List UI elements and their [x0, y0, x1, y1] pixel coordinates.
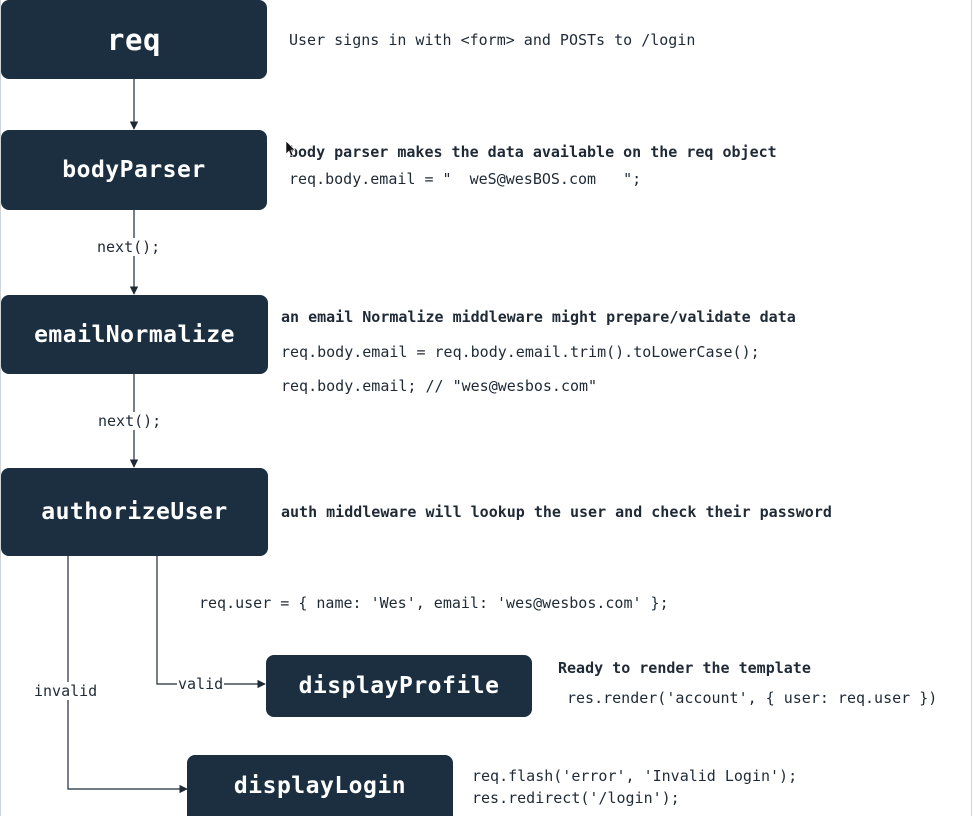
emailnormalize-code-2: req.body.email; // "wes@wesbos.com"	[281, 377, 598, 395]
edge-label-next-1: next();	[96, 238, 162, 256]
bodyparser-code: req.body.email = " weS@wesBOS.com ";	[289, 170, 642, 188]
authorizeuser-code: req.user = { name: 'Wes', email: 'wes@we…	[199, 594, 669, 612]
node-displayprofile: displayProfile	[266, 655, 532, 717]
req-description: User signs in with <form> and POSTs to /…	[289, 31, 696, 49]
node-emailnormalize: emailNormalize	[1, 295, 268, 374]
displaylogin-code-1: req.flash('error', 'Invalid Login');	[472, 767, 798, 785]
node-displaylogin: displayLogin	[187, 755, 453, 816]
node-authorizeuser: authorizeUser	[1, 468, 268, 556]
emailnormalize-code-1: req.body.email = req.body.email.trim().t…	[281, 343, 760, 361]
node-bodyparser: bodyParser	[1, 130, 267, 210]
displayprofile-code: res.render('account', { user: req.user }…	[567, 689, 938, 707]
displayprofile-title: Ready to render the template	[558, 659, 811, 677]
arrow-authorizeuser-to-displaylogin	[67, 556, 188, 794]
window-border-left	[0, 0, 1, 816]
bodyparser-title: body parser makes the data available on …	[289, 143, 777, 161]
emailnormalize-title: an email Normalize middleware might prep…	[281, 308, 796, 326]
authorizeuser-title: auth middleware will lookup the user and…	[281, 503, 832, 521]
edge-label-invalid: invalid	[33, 682, 99, 700]
node-req: req	[1, 0, 267, 79]
mouse-pointer-icon	[286, 141, 296, 157]
window-border-right	[971, 0, 972, 816]
edge-label-next-2: next();	[97, 412, 163, 430]
arrow-authorizeuser-to-displayprofile	[156, 556, 266, 689]
displaylogin-code-2: res.redirect('/login');	[472, 789, 680, 807]
edge-label-valid: valid	[177, 675, 225, 693]
